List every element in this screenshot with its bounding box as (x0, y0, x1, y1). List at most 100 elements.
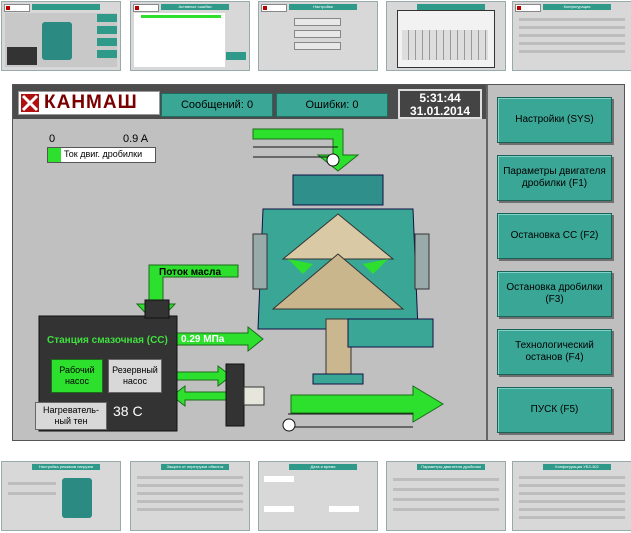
thumbnail-logo (133, 4, 159, 12)
thumbnail-row (137, 508, 243, 511)
stop-cc-button[interactable]: Остановка СС (F2) (497, 213, 612, 259)
oil-flow-label: Поток масла (159, 267, 222, 278)
thumbnail-configuration[interactable]: Конфигурация (512, 1, 631, 71)
heater-button[interactable]: Нагреватель-ный тен (35, 402, 107, 430)
thumbnail-row (137, 476, 243, 479)
thumbnail-row (393, 498, 499, 501)
thumbnail-row (519, 26, 625, 29)
crusher-base (312, 373, 364, 385)
thumbnail-row (519, 484, 625, 487)
crusher-hopper (292, 174, 384, 206)
thumbnail-station (7, 47, 37, 65)
start-button[interactable]: ПУСК (F5) (497, 387, 612, 433)
thumbnail-overload-protection[interactable]: Защита от перегрузки обмоток (130, 461, 250, 531)
thumbnail-row (393, 508, 499, 511)
thumbnail-row (519, 476, 625, 479)
current-max-label: 0.9 A (123, 133, 149, 145)
return-arrow-right-icon (172, 364, 232, 388)
logo-icon (21, 94, 39, 112)
errors-indicator[interactable]: Ошибки: 0 (276, 93, 388, 117)
station-label: Станция смазочная (СС) (47, 335, 168, 346)
thumbnail-title (32, 4, 100, 10)
thumbnail-side-button (97, 14, 117, 22)
settings-button[interactable]: Настройки (SYS) (497, 97, 612, 143)
stop-crusher-button[interactable]: Остановка дробилки (F3) (497, 271, 612, 317)
thumbnail-keyboard[interactable] (386, 1, 506, 71)
logo-text: КАНМАШ (44, 92, 138, 113)
drive-housing (347, 318, 434, 348)
thumbnail-logo (261, 4, 287, 12)
thumbnail-title: Параметры двигателя дробилки (417, 464, 485, 470)
header-bar: КАНМАШ Сообщений: 0 Ошибки: 0 5:31:44 31… (13, 85, 486, 119)
thumbnail-keys (402, 30, 488, 60)
thumbnail-load-modes[interactable]: Настройка режимов нагрузки (1, 461, 121, 531)
thumbnail-settings[interactable]: Настройки (258, 1, 378, 71)
thumbnail-title: Конфигурация УБЗ-302 (543, 464, 611, 470)
motor-params-button[interactable]: Параметры двигателя дробилки (F1) (497, 155, 612, 201)
return-arrow-left-icon (171, 384, 232, 408)
function-menu: Настройки (SYS) Параметры двигателя дроб… (486, 85, 624, 440)
thumbnail-ubz-config[interactable]: Конфигурация УБЗ-302 (512, 461, 631, 531)
reserve-pump-button[interactable]: Резервный насос (108, 359, 162, 393)
thumbnail-side-button (97, 50, 117, 58)
thumbnail-row (519, 18, 625, 21)
working-pump-button[interactable]: Рабочий насос (51, 359, 103, 393)
thumbnail-row (519, 492, 625, 495)
crusher-flow-left (288, 259, 313, 274)
top-arrow-icon (252, 128, 360, 172)
current-gauge: Ток двиг. дробилки (47, 147, 156, 163)
thumbnail-table (134, 13, 225, 67)
thumbnail-crusher (62, 478, 92, 518)
top-pulley-icon (326, 153, 340, 167)
thumbnail-motor-params[interactable]: Параметры двигателя дробилки (386, 461, 506, 531)
thumbnail-side-button (97, 38, 117, 46)
thumbnail-row (137, 492, 243, 495)
thumbnail-crusher (42, 22, 72, 60)
process-diagram: 0 0.9 A Ток двиг. дробилки Поток масла С… (13, 119, 486, 440)
clock: 5:31:44 31.01.2014 (398, 89, 482, 119)
thumbnail-option (294, 42, 341, 50)
thumbnail-active-errors[interactable]: Активные ошибки (130, 1, 250, 71)
thumbnail-side-button (97, 26, 117, 34)
thumbnail-field (264, 506, 294, 512)
thumbnail-main-screen[interactable] (1, 1, 121, 71)
thumbnail-row (8, 492, 56, 495)
thumbnail-field (329, 506, 359, 512)
station-tank-cap (144, 299, 170, 319)
crusher-mantle (271, 253, 405, 310)
thumbnail-row (519, 508, 625, 511)
pressure-value: 0.29 МПа (181, 334, 225, 345)
temperature-value: 38 С (113, 403, 143, 419)
diagram-graphics (38, 128, 444, 432)
tech-stop-button[interactable]: Технологический останов (F4) (497, 329, 612, 375)
thumbnail-logo (4, 4, 30, 12)
logo: КАНМАШ (18, 91, 160, 115)
thumbnail-title: Конфигурация (543, 4, 611, 10)
bottom-arrow-icon (290, 385, 444, 423)
thumbnail-date-time[interactable]: Дата и время (258, 461, 378, 531)
thumbnail-title: Настройки (289, 4, 357, 10)
bottom-pulley-icon (282, 418, 296, 432)
pump-block (225, 363, 245, 427)
thumbnail-row (519, 500, 625, 503)
spring-left (252, 233, 268, 290)
clock-time: 5:31:44 (419, 91, 461, 105)
pump-motor (243, 386, 265, 406)
crusher-shaft (325, 318, 352, 380)
thumbnail-row (8, 482, 56, 485)
thumbnail-title: Дата и время (289, 464, 357, 470)
thumbnail-row (519, 516, 625, 519)
thumbnail-row (393, 478, 499, 481)
thumbnail-logo (515, 4, 541, 12)
thumbnail-option (294, 18, 341, 26)
thumbnail-row (519, 34, 625, 37)
clock-date: 31.01.2014 (409, 104, 471, 118)
thumbnail-row (137, 500, 243, 503)
thumbnail-row (519, 42, 625, 45)
thumbnail-title: Настройка режимов нагрузки (32, 464, 100, 470)
thumbnail-side-button (226, 52, 246, 60)
thumbnail-option (294, 30, 341, 38)
current-gauge-label: Ток двиг. дробилки (64, 149, 143, 159)
thumbnail-title (417, 4, 485, 10)
messages-indicator[interactable]: Сообщений: 0 (161, 93, 273, 117)
